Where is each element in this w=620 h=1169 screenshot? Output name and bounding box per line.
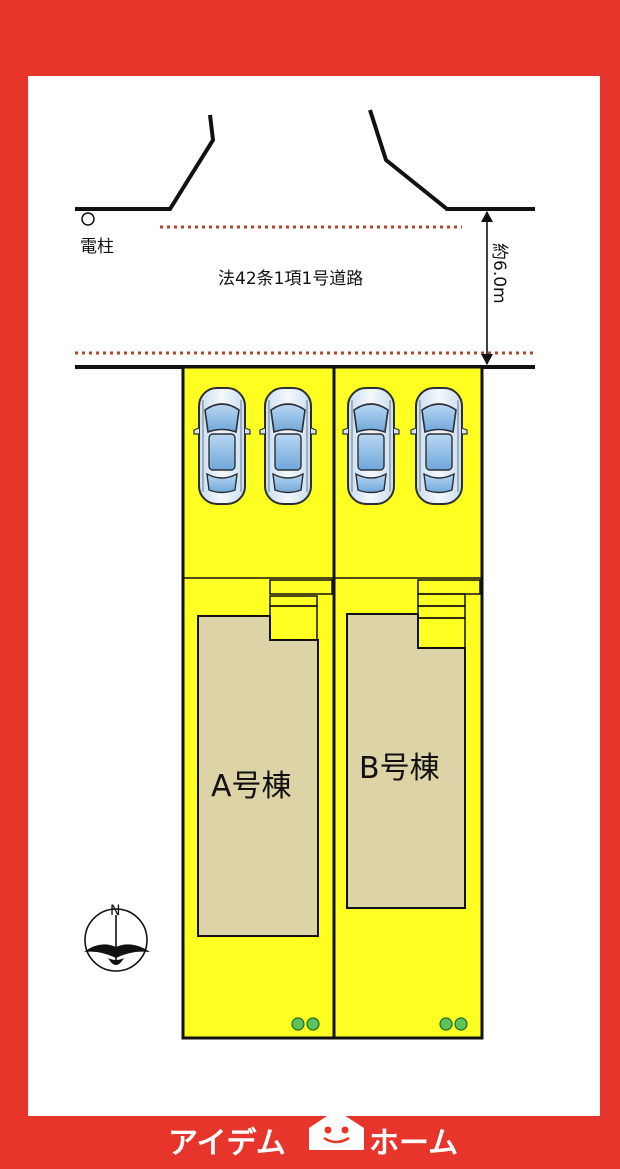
house-logo-icon — [309, 1110, 364, 1150]
building-a — [197, 615, 319, 937]
meter-b2-icon — [454, 1017, 468, 1031]
car-icon — [259, 387, 317, 505]
brand-left-text: アイデム — [168, 1126, 286, 1161]
meter-a1-icon — [291, 1017, 305, 1031]
building-b-label: B号棟 — [359, 751, 440, 786]
brand-right-text: ホーム — [369, 1126, 458, 1161]
dimension-arrow-top-icon — [481, 211, 493, 222]
car-icon — [410, 387, 468, 505]
brand-logo: アイデム ホーム — [168, 1110, 458, 1161]
utility-pole-icon — [81, 212, 95, 226]
car-icon — [193, 387, 251, 505]
building-a-label: A号棟 — [211, 769, 292, 804]
building-b — [346, 613, 466, 909]
road-width-label: 約6.0m — [489, 243, 509, 304]
road-label: 法42条1項1号道路 — [218, 269, 363, 289]
compass-icon — [84, 908, 150, 972]
meter-b1-icon — [439, 1017, 453, 1031]
road-top-edge — [75, 109, 535, 211]
frame-top-bar — [28, 20, 600, 76]
compass-north-label: N — [110, 903, 120, 919]
car-icon — [342, 387, 400, 505]
utility-pole-label: 電柱 — [80, 237, 114, 257]
dimension-arrow-bottom-icon — [481, 354, 493, 365]
meter-a2-icon — [306, 1017, 320, 1031]
